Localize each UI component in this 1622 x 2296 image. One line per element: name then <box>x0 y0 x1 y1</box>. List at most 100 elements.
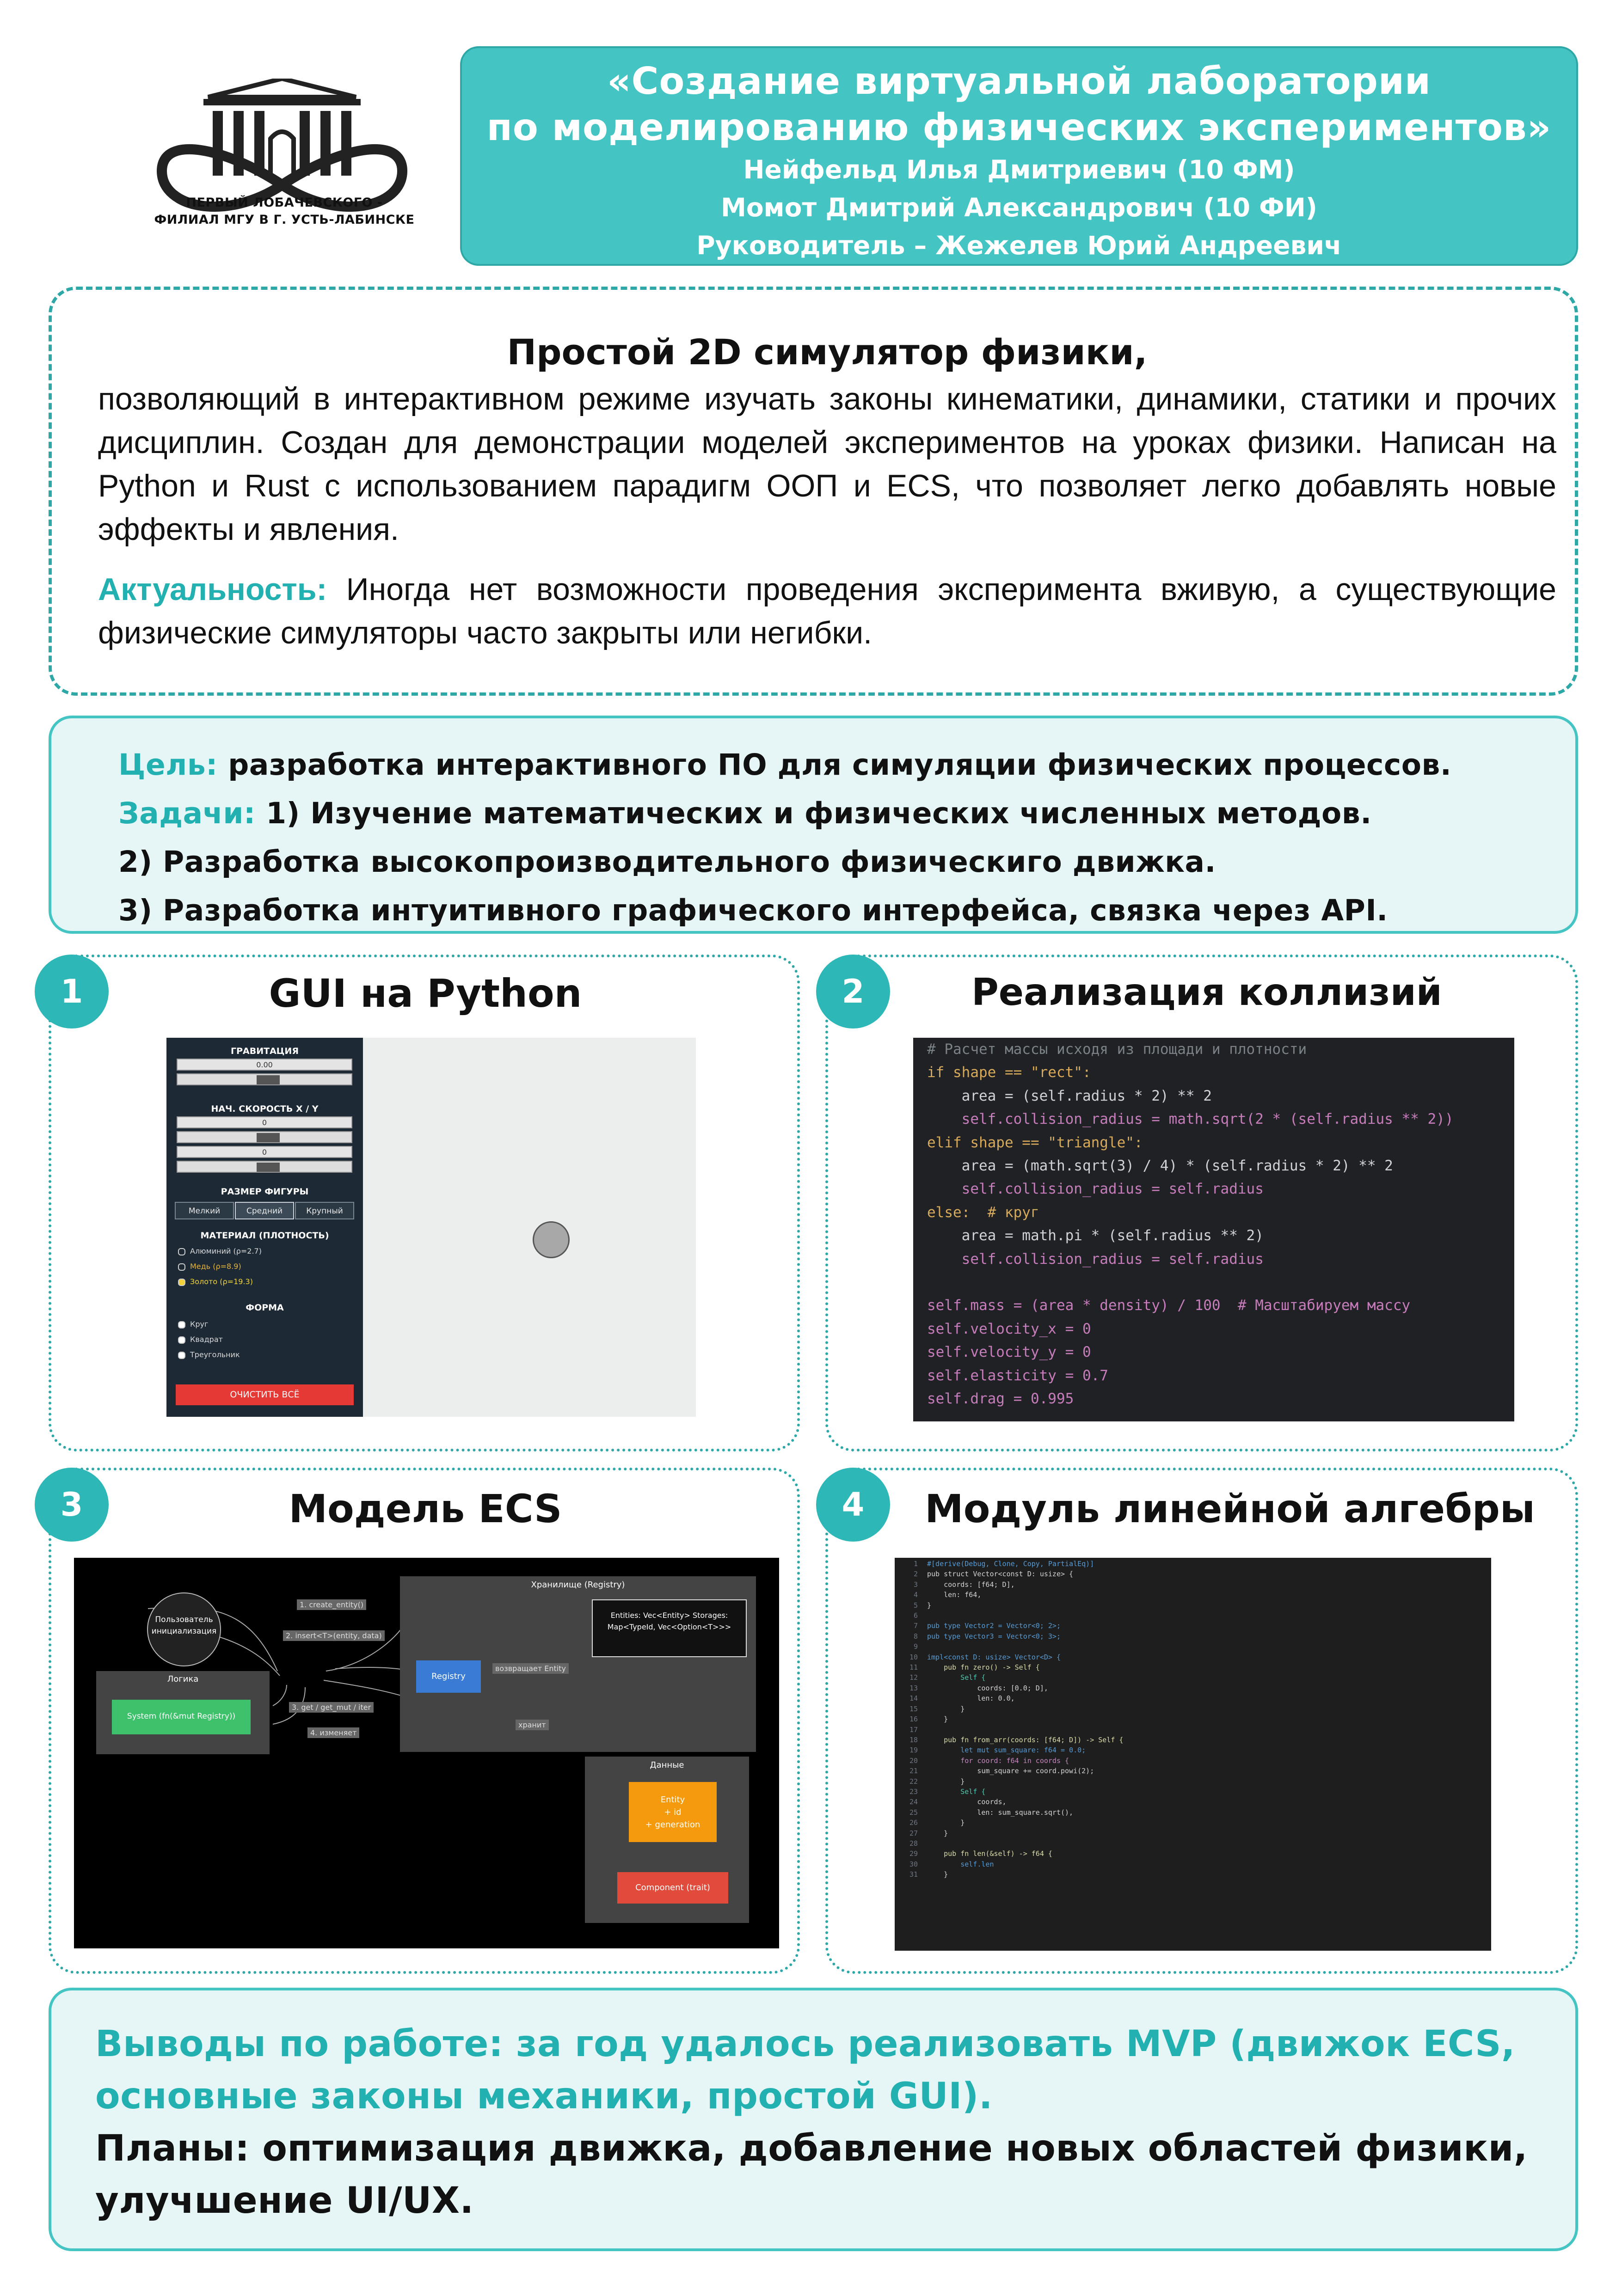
plans-line-2: улучшение UI/UX. <box>95 2180 474 2222</box>
title-banner: «Создание виртуальной лаборатории по мод… <box>460 46 1578 266</box>
logo-caption: ПЕРВЫЙ ЛОБАЧЕВСКОГО - ФИЛИАЛ МГУ В Г. УС… <box>92 194 476 229</box>
code-line: impl<const D: usize> Vector<D> { <box>927 1653 1061 1661</box>
material-copper-label: Медь (ρ=8.9) <box>190 1262 241 1271</box>
code-line: len: sum_square.sqrt(), <box>927 1808 1074 1817</box>
size-small-button[interactable]: Мелкий <box>175 1202 234 1219</box>
task-1: 1) Изучение математических и физических … <box>255 796 1372 830</box>
code-line: #[derive(Debug, Clone, Copy, PartialEq)] <box>927 1560 1094 1568</box>
code-line: self.len <box>927 1860 994 1868</box>
material-aluminium-radio[interactable]: Алюминий (ρ=2.7) <box>178 1247 262 1255</box>
radio-dot <box>178 1321 185 1329</box>
collision-code: # Расчет массы исходя из площади и плотн… <box>927 1038 1514 1411</box>
gravity-value[interactable]: 0.00 <box>177 1059 352 1071</box>
code-line: # Расчет массы исходя из площади и плотн… <box>927 1041 1307 1058</box>
title-line-2: по моделированию физических эксперименто… <box>486 106 1552 149</box>
storage-label: Entities: Vec<Entity> Storages: Map<Type… <box>607 1611 731 1631</box>
code-line: self.mass = (area * density) / 100 # Мас… <box>927 1297 1411 1314</box>
velocity-x-thumb[interactable] <box>257 1133 280 1142</box>
code-line: let mut sum_square: f64 = 0.0; <box>927 1746 1086 1755</box>
panel-title-1: GUI на Python <box>269 971 582 1016</box>
code-line: } <box>927 1829 948 1837</box>
radio-dot <box>178 1248 185 1255</box>
radio-dot <box>178 1351 185 1359</box>
code-line: pub type Vector3 = Vector<0; 3>; <box>927 1632 1061 1641</box>
conclusion-line-2: основные законы механики, простой GUI). <box>95 2076 993 2117</box>
edge-label-get: 3. get / get_mut / iter <box>289 1702 374 1713</box>
size-medium-button[interactable]: Средний <box>235 1202 294 1219</box>
code-line: area = math.pi * (self.radius ** 2) <box>927 1227 1264 1244</box>
material-gold-radio[interactable]: Золото (ρ=19.3) <box>178 1277 253 1286</box>
university-logo <box>156 79 408 212</box>
component-node <box>617 1872 728 1904</box>
logic-group-label: Логика <box>167 1674 199 1684</box>
panel-ecs <box>49 1468 800 1974</box>
code-line: sum_square += coord.powi(2); <box>927 1767 1094 1776</box>
shape-square-radio[interactable]: Квадрат <box>178 1335 223 1344</box>
clear-all-button[interactable]: ОЧИСТИТЬ ВСЁ <box>176 1384 354 1405</box>
shape-circle-radio[interactable]: Круг <box>178 1320 208 1329</box>
registry-group-label: Хранилище (Registry) <box>531 1580 625 1590</box>
shape-triangle-radio[interactable]: Треугольник <box>178 1350 240 1359</box>
material-gold-label: Золото (ρ=19.3) <box>190 1277 253 1286</box>
material-label: МАТЕРИАЛ (ПЛОТНОСТЬ) <box>200 1231 329 1241</box>
edge-label-stores: хранит <box>516 1720 549 1730</box>
material-aluminium-label: Алюминий (ρ=2.7) <box>190 1247 262 1255</box>
velocity-y-thumb[interactable] <box>257 1163 280 1172</box>
logo-caption-line-2: ФИЛИАЛ МГУ В Г. УСТЬ-ЛАБИНСКЕ <box>154 213 415 227</box>
goal-section: Цель: разработка интерактивного ПО для с… <box>49 716 1578 934</box>
relevance-text: Иногда нет возможности проведения экспер… <box>98 572 1556 650</box>
size-label: РАЗМЕР ФИГУРЫ <box>221 1187 309 1197</box>
code-line: pub fn len(&self) -> f64 { <box>927 1849 1052 1858</box>
gui-sidebar <box>166 1038 363 1417</box>
code-line: coords, <box>927 1798 1007 1806</box>
code-line: area = (self.radius * 2) ** 2 <box>927 1087 1212 1104</box>
panel-title-2: Реализация коллизий <box>971 971 1442 1014</box>
gravity-label: ГРАВИТАЦИЯ <box>231 1046 299 1056</box>
intro-heading: Простой 2D симулятор физики, <box>507 331 1148 373</box>
edge-storage <box>326 1617 407 1671</box>
tasks-line: Задачи: 1) Изучение математических и физ… <box>118 789 1575 838</box>
title-line-1: «Создание виртуальной лаборатории <box>607 60 1431 103</box>
component-label: Component (trait) <box>635 1883 710 1892</box>
radio-dot <box>178 1263 185 1271</box>
gravity-slider-thumb[interactable] <box>257 1075 280 1084</box>
code-line: len: f64, <box>927 1591 982 1599</box>
simulated-ball[interactable] <box>533 1221 570 1258</box>
code-line: area = (math.sqrt(3) / 4) * (self.radius… <box>927 1157 1393 1175</box>
conclusion-line-1: Выводы по работе: за год удалось реализо… <box>95 2023 1516 2065</box>
material-copper-radio[interactable]: Медь (ρ=8.9) <box>178 1262 241 1271</box>
code-line: pub struct Vector<const D: usize> { <box>927 1570 1074 1579</box>
system-node <box>112 1700 251 1734</box>
user-node <box>147 1592 221 1666</box>
code-line: self.velocity_x = 0 <box>927 1320 1091 1337</box>
code-line: } <box>927 1777 965 1786</box>
shape-square-label: Квадрат <box>190 1335 223 1344</box>
code-line: if shape == "rect": <box>927 1064 1091 1081</box>
collision-code-block: # Расчет массы исходя из площади и плотн… <box>913 1038 1514 1421</box>
size-large-button[interactable]: Крупный <box>295 1202 354 1219</box>
code-line: } <box>927 1704 965 1713</box>
code-line: self.collision_radius = math.sqrt(2 * (s… <box>927 1111 1454 1128</box>
code-line: self.velocity_y = 0 <box>927 1344 1091 1361</box>
code-line: coords: [0.0; D], <box>927 1684 1048 1692</box>
velocity-x-value[interactable]: 0 <box>177 1116 352 1128</box>
code-line: elif shape == "triangle": <box>927 1134 1143 1151</box>
edge-label-returns: возвращает Entity <box>492 1663 569 1674</box>
storage-node <box>592 1599 747 1657</box>
entity-label: Entity + id + generation <box>645 1795 700 1830</box>
system-label: System (fn(&mut Registry)) <box>127 1712 236 1721</box>
shape-circle-label: Круг <box>190 1320 209 1329</box>
panel-number-2: 2 <box>816 955 890 1029</box>
goal-text: разработка интерактивного ПО для симуляц… <box>217 748 1452 782</box>
code-line: } <box>927 1601 932 1610</box>
intro-section: Простой 2D симулятор физики, позволяющий… <box>49 287 1578 696</box>
panel-gui <box>49 955 800 1451</box>
code-line: coords: [f64; D], <box>927 1580 1015 1589</box>
radio-dot <box>178 1336 185 1344</box>
registry-label: Registry <box>431 1671 466 1681</box>
code-line: self.collision_radius = self.radius <box>927 1181 1264 1198</box>
panel-collisions <box>825 955 1578 1451</box>
velocity-y-value[interactable]: 0 <box>177 1146 352 1158</box>
tasks-label: Задачи: <box>118 796 256 830</box>
edge-label-create: 1. create_entity() <box>297 1599 367 1610</box>
